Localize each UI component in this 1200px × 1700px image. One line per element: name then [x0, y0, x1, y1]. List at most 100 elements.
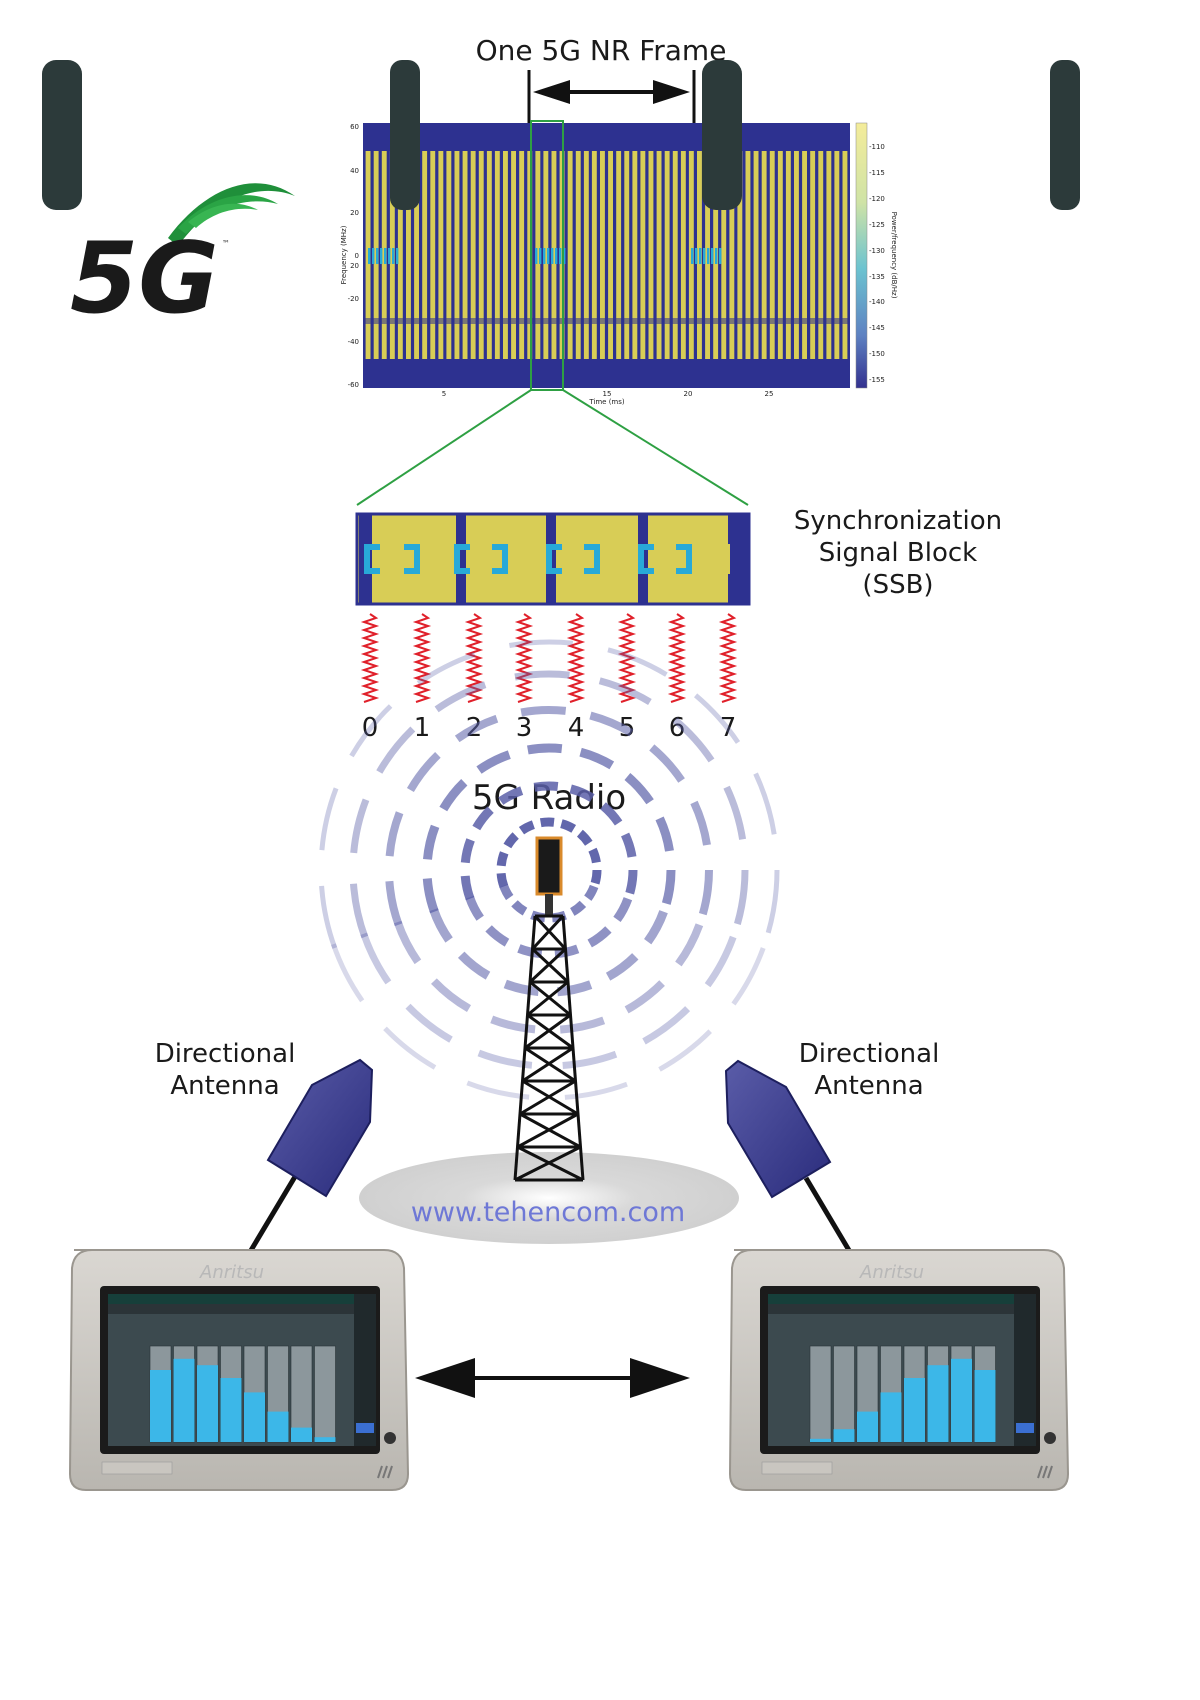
spectrogram-column [608, 151, 613, 359]
tower-brace [529, 980, 572, 1017]
analyzer-speaker-slot [387, 1465, 393, 1479]
radio-wave-arc [416, 652, 476, 686]
spectrogram-column [721, 151, 727, 359]
radio-wave-arc [588, 847, 601, 864]
analyzer-bar [880, 1392, 902, 1442]
spectrogram-ssb-mark [380, 248, 383, 264]
ssb-separator [456, 515, 466, 603]
radio-wave-arc [675, 923, 704, 967]
radio-wave-arc [385, 880, 403, 927]
spectrogram-column [430, 151, 436, 359]
ssb-block [355, 512, 751, 606]
tower-brace [516, 1112, 579, 1149]
radio-wave-arc [607, 647, 668, 677]
radio-wave-arc [350, 883, 369, 939]
spectrogram-y-tick: -40 [348, 338, 359, 346]
colorbar-tick: -145 [869, 324, 885, 332]
directional-antenna-left [247, 1058, 374, 1254]
radio-wave-arc [598, 677, 652, 706]
radio-wave-arc [723, 785, 747, 840]
radio-wave-arc [655, 816, 674, 852]
radio-wave-arc [454, 714, 499, 743]
analyzer-handle-left [702, 60, 742, 210]
radio-wave-arc [457, 951, 491, 980]
spectrogram-plot [363, 123, 850, 388]
radio-wave-arc [643, 910, 668, 945]
colorbar-tick: -120 [869, 195, 885, 203]
spectrogram-column [753, 151, 759, 359]
ssb-cyan-mark [492, 544, 508, 574]
analyzer-bar [150, 1370, 171, 1442]
radio-wave-arc [579, 747, 615, 770]
watermark: www.tehencom.com [411, 1197, 685, 1228]
ssb-cyan-mark [676, 544, 692, 574]
radio-wave-arc [698, 869, 713, 916]
spectrogram-xlabel: Time (ms) [588, 398, 625, 406]
spectrogram-ssb-mark [715, 248, 718, 264]
spectrogram-ssb-mark [551, 248, 554, 264]
colorbar [855, 122, 868, 389]
analyzer-speaker-slot [1047, 1465, 1053, 1479]
radio-wave-arc [734, 869, 749, 925]
spectrogram-column [406, 151, 411, 359]
spectrogram-column [470, 151, 476, 359]
spectrogram-column [543, 151, 549, 359]
spectrogram-y-tick: -60 [348, 381, 359, 389]
analyzer-menu-highlight [356, 1423, 374, 1433]
spectrogram-column [672, 151, 678, 359]
ssb-cyan-mark [364, 544, 380, 574]
analyzer-menu-highlight [1016, 1423, 1034, 1433]
spectrogram-column [794, 151, 799, 359]
ssb-separator [728, 515, 737, 603]
spectrogram-column [462, 151, 468, 359]
radio-wave-arc [518, 820, 536, 835]
analyzer-handle-right [390, 60, 420, 210]
spectrogram-column [664, 151, 670, 359]
radio-tower [513, 836, 585, 1182]
analyzer-toolbar [108, 1304, 354, 1314]
radio-wave-arc [539, 817, 555, 828]
tower-brace [526, 980, 569, 1017]
spectrogram-ssb-mark [695, 248, 698, 264]
radio-wave-arc [422, 878, 439, 914]
spectrogram-ssb-mark [691, 248, 694, 264]
frame-label: One 5G NR Frame [476, 34, 727, 67]
spectrogram-column [551, 151, 557, 359]
radio-wave-arc [376, 726, 416, 774]
spectrogram-column [535, 151, 541, 359]
radio-wave-arc [605, 953, 639, 981]
ssb-cyan-mark [638, 544, 654, 574]
spectrogram-columns [365, 151, 848, 359]
beam-number: 6 [669, 713, 686, 743]
spectrogram-column [494, 151, 500, 359]
spectrogram-x-tick: 20 [684, 390, 693, 398]
antenna-right-mast [803, 1176, 853, 1254]
radio-wave-arc [527, 743, 563, 755]
radio-wave-arc [661, 869, 676, 905]
beam-wave [667, 613, 687, 703]
tower-brace [521, 1046, 574, 1083]
analyzer-bar [244, 1392, 265, 1442]
spectrogram-column [729, 151, 735, 359]
radio-wave-arc [620, 832, 637, 858]
spectrogram-y-tick: 0 [355, 252, 359, 260]
radio-wave-arc [350, 798, 370, 854]
radio-wave-arc [472, 806, 494, 831]
analyzer-bar [904, 1378, 925, 1442]
spectrogram-ssb-mark [555, 248, 558, 264]
analyzer-right: Anritsu [702, 60, 1080, 1491]
spectrogram-ssb-mark [372, 248, 375, 264]
analyzer-handle-right [1050, 60, 1080, 210]
spectrogram-column [761, 151, 767, 359]
spectrogram-column [503, 151, 508, 359]
spectrogram-y-tick: 20 [350, 262, 359, 270]
beam-wave [566, 613, 586, 703]
radio-wave-arc [431, 978, 472, 1013]
spectrogram-column [486, 151, 492, 359]
radio-wave-arc [625, 869, 638, 895]
antenna-right-label-2: Antenna [814, 1071, 923, 1101]
radio-wave-arc [508, 639, 574, 648]
spectrogram-y-tick: 60 [350, 123, 359, 131]
beam-wave [617, 613, 637, 703]
radio-waves [319, 639, 780, 1100]
